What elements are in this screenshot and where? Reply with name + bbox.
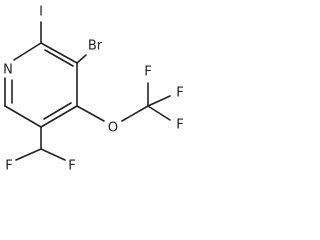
molecule-structure: N I Br O F F F F F (3, 5, 184, 174)
bond-c2-c3-double (44, 49, 74, 67)
bond-cf3-f-right (147, 95, 171, 107)
atom-label-i: I (39, 5, 43, 20)
bond-chf2-f-right (40, 148, 66, 161)
bond-c5-c6 (4, 105, 42, 128)
atom-label-o: O (108, 121, 118, 136)
bond-cf3-f-bottom (147, 105, 171, 121)
bond-c4-c5-double (43, 102, 72, 120)
atom-label-f-left: F (5, 159, 12, 174)
atom-label-br: Br (88, 39, 103, 54)
bond-c3-br (76, 54, 87, 64)
atom-label-f-bottom: F (176, 118, 183, 133)
atom-label-f-right-lower: F (68, 159, 75, 174)
bond-c2-c3 (40, 42, 78, 64)
bond-chf2-f-left (15, 148, 42, 161)
atom-label-n: N (3, 63, 13, 78)
bond-c4-o (76, 105, 105, 122)
bond-o-cf3 (121, 105, 149, 122)
bond-c4-c5 (40, 105, 78, 128)
atom-label-f-right: F (176, 86, 183, 101)
atom-label-f-top: F (144, 65, 151, 80)
bond-n-c2 (13, 42, 42, 61)
